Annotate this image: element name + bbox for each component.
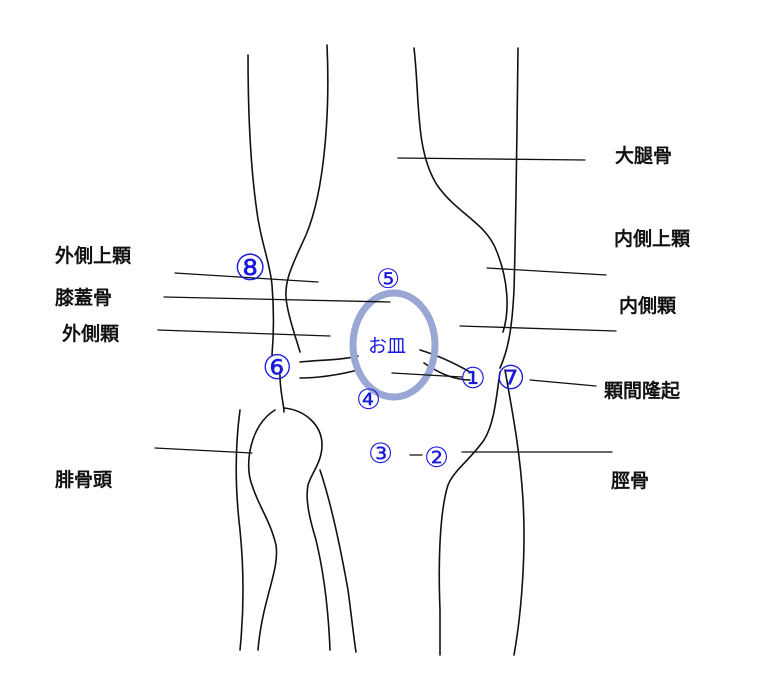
label-medial-condyle: 内側顆 (619, 294, 677, 317)
leader-lines (154, 157, 617, 456)
leader-fibular-head (154, 447, 253, 454)
leader-intercondylar-eminence (529, 379, 597, 387)
femur-inner-right-outline (413, 47, 508, 333)
marker-7: ⑦ (496, 358, 526, 397)
marker-4: ④ (356, 383, 381, 416)
bone-outlines (235, 44, 525, 656)
label-lateral-condyle: 外側顆 (62, 322, 120, 345)
fibular-head-outline (283, 407, 331, 651)
joint-curve-lateral-lower (299, 369, 359, 379)
leader-eminence-inner (391, 372, 463, 378)
patella-ring (349, 289, 439, 401)
marker-8: ⑧ (234, 248, 266, 289)
fibula-outline (247, 409, 278, 651)
marker-5: ⑤ (376, 264, 400, 295)
label-lateral-epicondyle: 外側上顆 (55, 244, 132, 267)
leader-lateral-condyle (157, 329, 331, 337)
femur-lateral-outline (247, 54, 275, 356)
label-femur: 大腿骨 (615, 144, 672, 167)
marker-1: ① (460, 361, 486, 395)
marker-2: ② (424, 441, 449, 474)
label-patella-common: お皿 (368, 335, 406, 357)
leader-patella (163, 296, 391, 303)
leader-medial-condyle (459, 325, 617, 332)
tibia-outer-left-line (235, 409, 244, 651)
femur-inner-left-outline (285, 44, 329, 353)
femur-medial-outline (499, 47, 519, 369)
leader-lateral-epicondyle (174, 272, 319, 283)
tibia-medial-outer-outline (504, 369, 525, 656)
leader-medial-epicondyle (486, 267, 607, 276)
joint-curve-lateral-upper (299, 355, 359, 363)
label-fibular-head: 腓骨頭 (55, 469, 113, 491)
leader-femur (397, 157, 586, 161)
tibia-lateral-outline (279, 374, 285, 413)
joint-curve-medial (419, 349, 471, 373)
tibia-medial-upper-outline (438, 371, 501, 656)
label-medial-epicondyle: 内側上顆 (614, 227, 691, 250)
marker-6: ⑥ (262, 348, 292, 388)
label-patella: 膝蓋骨 (55, 286, 112, 309)
tibia-shaft-left-outline (319, 469, 357, 653)
marker-3: ③ (368, 437, 393, 470)
label-tibia: 脛骨 (610, 470, 649, 492)
label-intercondylar-eminence: 顆間隆起 (604, 379, 681, 402)
